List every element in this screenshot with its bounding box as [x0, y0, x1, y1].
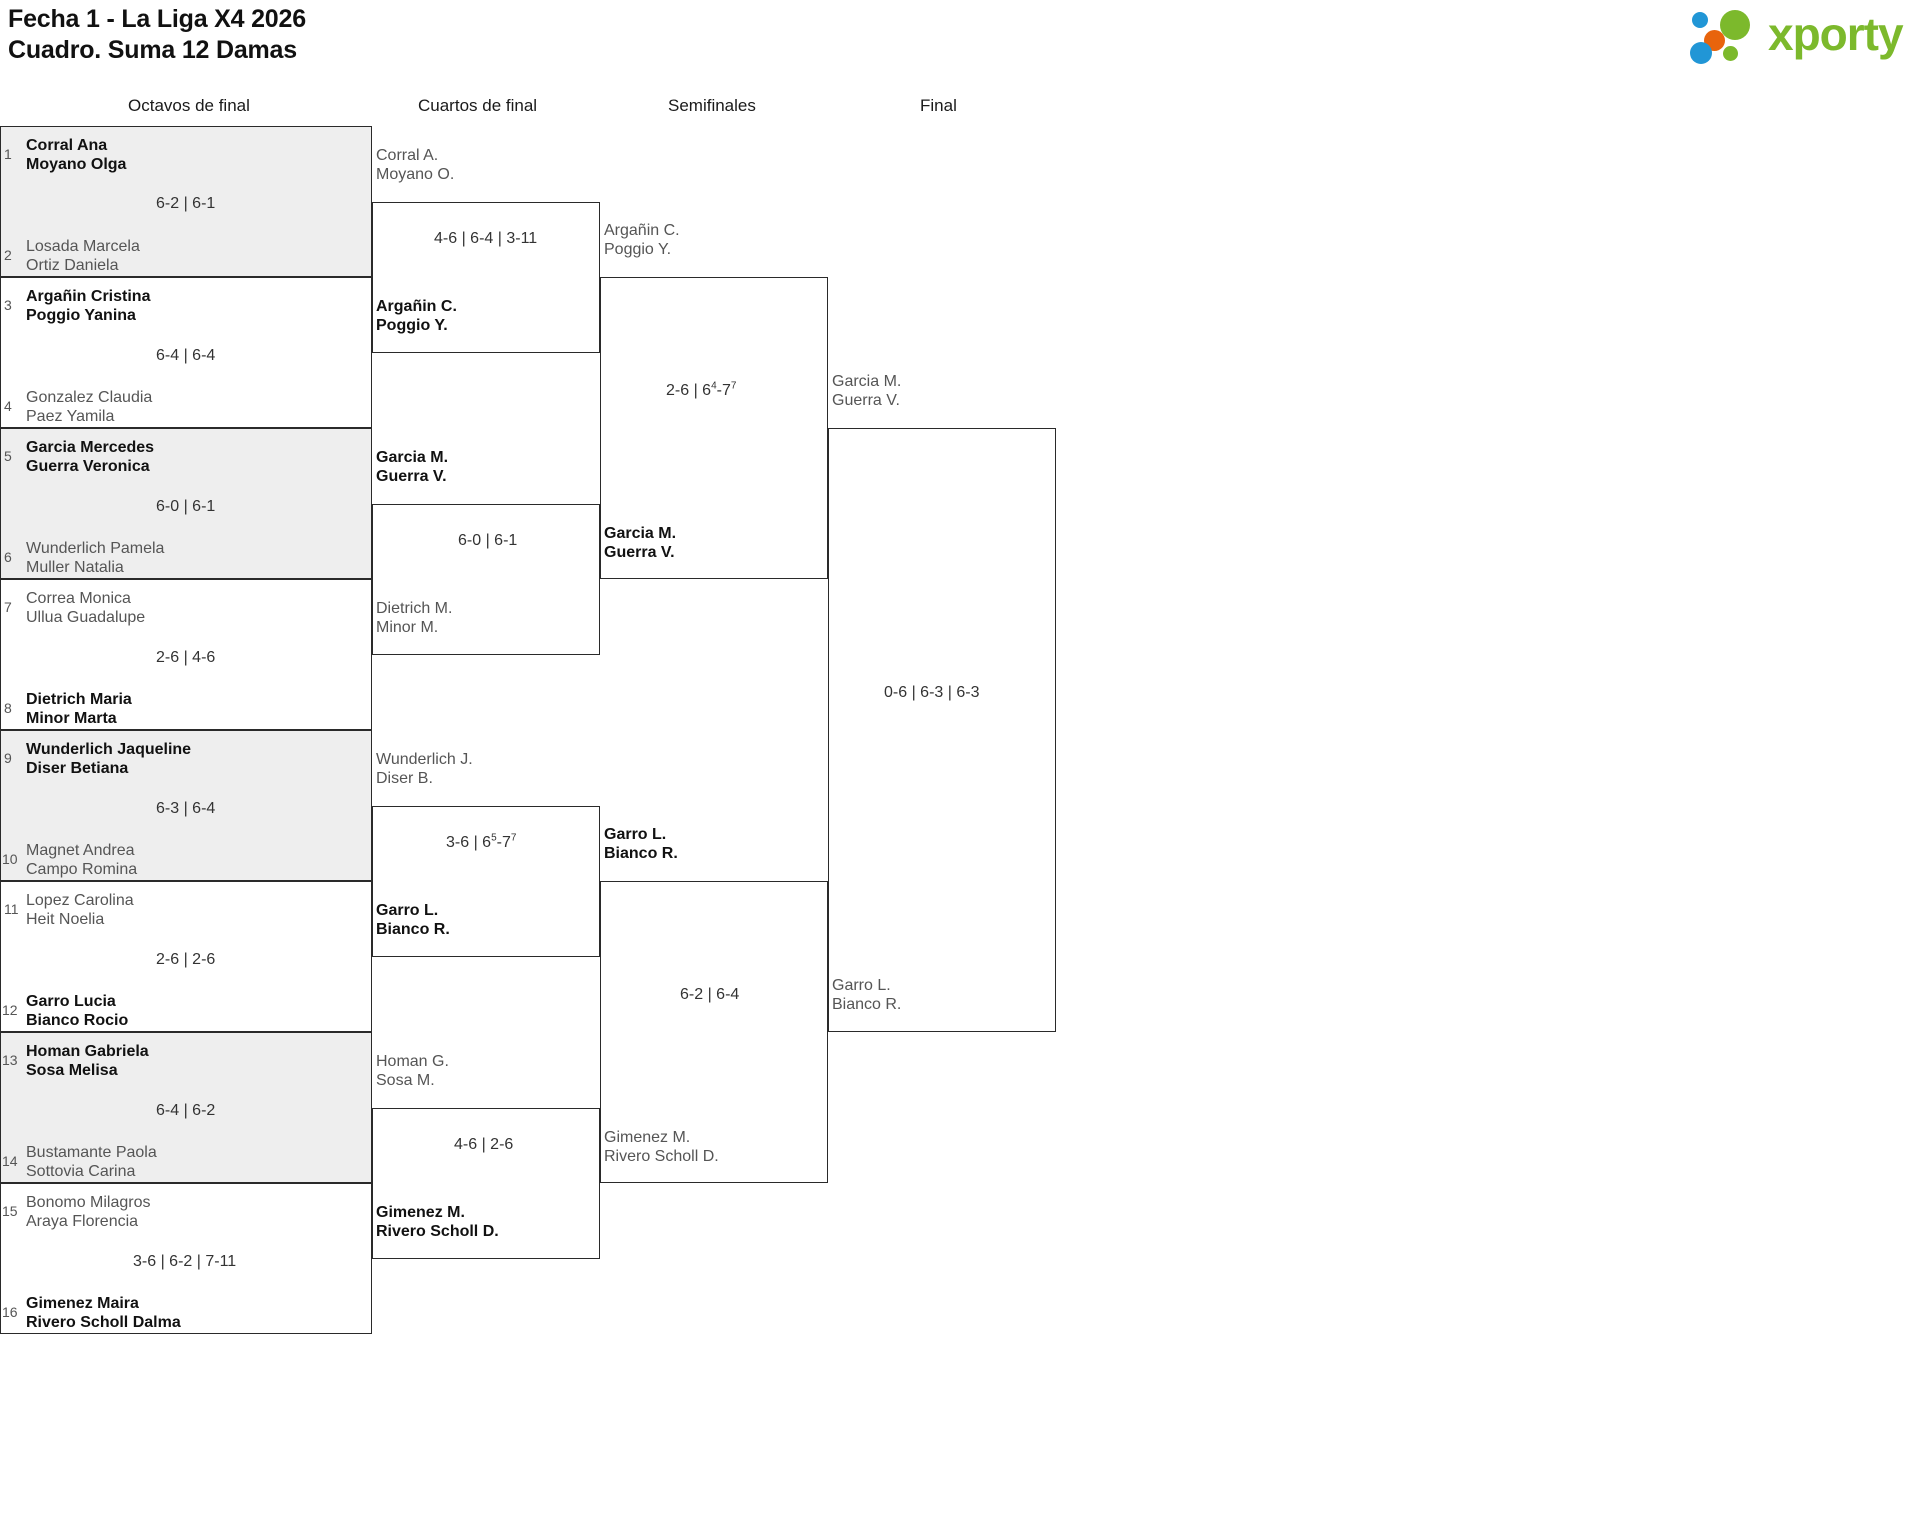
r16-seed-15: 15: [2, 1203, 18, 1219]
r16-match-box-3[interactable]: [0, 428, 372, 579]
round-header-semis: Semifinales: [668, 96, 756, 115]
round-header-octavos: Octavos de final: [128, 96, 250, 115]
final-entry-1[interactable]: Garcia M.Guerra V.: [832, 373, 902, 409]
qf-match-box-3[interactable]: [372, 806, 600, 957]
xporty-logo[interactable]: xporty: [1690, 6, 1910, 64]
page-header: Fecha 1 - La Liga X4 2026 Cuadro. Suma 1…: [0, 0, 1920, 80]
qf-match-box-2[interactable]: [372, 504, 600, 655]
r16-match-box-8[interactable]: [0, 1183, 372, 1334]
r16-seed-14: 14: [2, 1153, 18, 1169]
r16-match-box-2[interactable]: [0, 277, 372, 428]
sf-entry-2[interactable]: Garcia M.Guerra V.: [604, 525, 677, 561]
r16-seed-13: 13: [2, 1052, 18, 1068]
r16-seed-11: 11: [4, 901, 19, 917]
r16-band-4: [0, 1032, 371, 1183]
r16-score-8: 3-6 | 6-2 | 7-11: [133, 1253, 237, 1270]
r16-match-box-4[interactable]: [0, 579, 372, 730]
final-match-box[interactable]: [828, 428, 1056, 1032]
qf-score-1: 4-6 | 6-4 | 3-11: [434, 230, 538, 247]
title-line-1: Fecha 1 - La Liga X4 2026: [8, 5, 306, 33]
logo-wordmark: xporty: [1768, 8, 1904, 60]
sf-match-box-2[interactable]: [600, 881, 828, 1183]
sf-entry-1[interactable]: Argañin C.Poggio Y.: [604, 222, 680, 258]
r16-seed-3: 3: [4, 297, 12, 313]
logo-dot-blue-large: [1690, 42, 1712, 64]
logo-dot-green-large: [1720, 10, 1750, 40]
final-score: 0-6 | 6-3 | 6-3: [884, 684, 980, 701]
qf-entry-5[interactable]: Wunderlich J.Diser B.: [376, 751, 473, 787]
qf-entry-2[interactable]: Argañin C.Poggio Y.: [376, 298, 457, 334]
sf-entry-3[interactable]: Garro L.Bianco R.: [604, 826, 678, 862]
page-title: Fecha 1 - La Liga X4 2026 Cuadro. Suma 1…: [8, 4, 306, 66]
r16-match-box-6[interactable]: [0, 881, 372, 1032]
qf-match-box-1[interactable]: [372, 202, 600, 353]
r16-seed-7: 7: [4, 599, 12, 615]
round-header-cuartos: Cuartos de final: [418, 96, 538, 115]
r16-score-7: 6-4 | 6-2: [156, 1102, 216, 1119]
r16-band-2: [0, 428, 371, 579]
r16-seed-5: 5: [4, 448, 12, 464]
r16-score-4: 2-6 | 4-6: [156, 649, 216, 666]
title-line-2: Cuadro. Suma 12 Damas: [8, 36, 297, 64]
round-header-final: Final: [920, 96, 957, 115]
r16-seed-2: 2: [4, 247, 12, 263]
r16-match-box-5[interactable]: [0, 730, 372, 881]
qf-entry-8[interactable]: Gimenez M.Rivero Scholl D.: [376, 1204, 499, 1240]
sf-score-1: 2-6 | 64-77: [666, 380, 737, 399]
r16-seed-6: 6: [4, 549, 12, 565]
qf-entry-4[interactable]: Dietrich M.Minor M.: [376, 600, 453, 636]
qf-score-4: 4-6 | 2-6: [454, 1136, 514, 1153]
r16-seed-9: 9: [4, 750, 12, 766]
final-entry-2[interactable]: Garro L.Bianco R.: [832, 977, 902, 1013]
qf-entry-3[interactable]: Garcia M.Guerra V.: [376, 449, 449, 485]
r16-band-1: [0, 126, 371, 277]
r16-band-3: [0, 730, 371, 881]
r16-match-box-7[interactable]: [0, 1032, 372, 1183]
sf-score-2: 6-2 | 6-4: [680, 986, 740, 1003]
r16-score-2: 6-4 | 6-4: [156, 347, 216, 364]
sf-match-box-1[interactable]: [600, 277, 828, 579]
r16-seed-8: 8: [4, 700, 12, 716]
r16-seed-4: 4: [4, 398, 12, 414]
r16-seed-16: 16: [2, 1304, 18, 1320]
qf-entry-7[interactable]: Homan G.Sosa M.: [376, 1053, 449, 1089]
r16-seed-10: 10: [2, 851, 18, 867]
r16-seed-12: 12: [2, 1002, 18, 1018]
qf-score-3: 3-6 | 65-77: [446, 832, 517, 851]
r16-score-5: 6-3 | 6-4: [156, 800, 216, 817]
r16-score-1: 6-2 | 6-1: [156, 195, 216, 212]
logo-dot-green-small: [1723, 46, 1738, 61]
r16-score-3: 6-0 | 6-1: [156, 498, 216, 515]
r16-match-box-1[interactable]: [0, 126, 372, 277]
sf-entry-4[interactable]: Gimenez M.Rivero Scholl D.: [604, 1129, 719, 1165]
r16-seed-1: 1: [4, 146, 12, 162]
qf-score-2: 6-0 | 6-1: [458, 532, 518, 549]
r16-score-6: 2-6 | 2-6: [156, 951, 216, 968]
logo-dot-blue-small: [1692, 12, 1708, 28]
qf-entry-6[interactable]: Garro L.Bianco R.: [376, 902, 450, 938]
qf-match-box-4[interactable]: [372, 1108, 600, 1259]
qf-entry-1[interactable]: Corral A.Moyano O.: [376, 147, 455, 183]
